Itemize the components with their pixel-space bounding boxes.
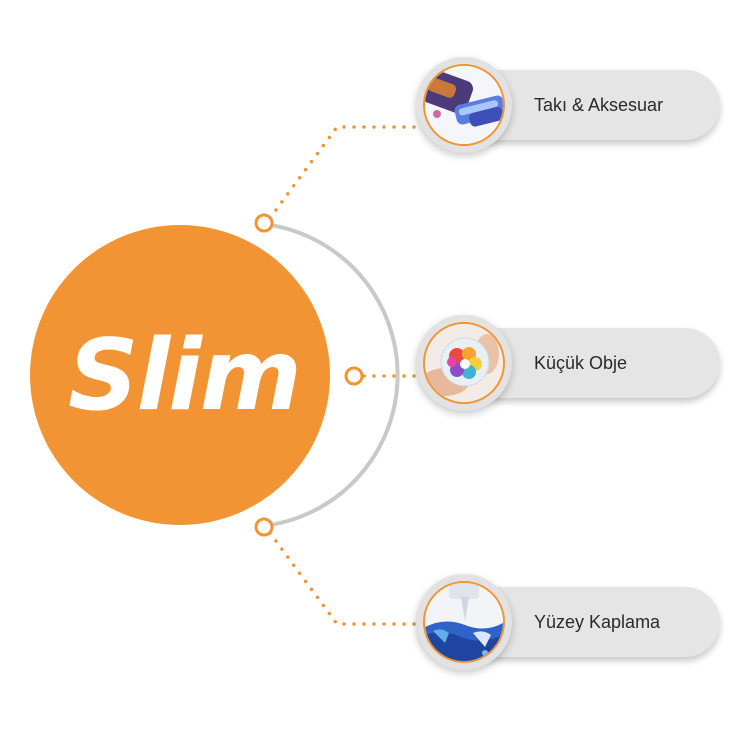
resin-sphere-image — [423, 322, 505, 404]
node-dot-middle — [344, 366, 364, 386]
node-dot-top — [254, 213, 274, 233]
connector-dots-top — [268, 125, 420, 220]
surface-coating-image — [423, 581, 505, 663]
item-label: Takı & Aksesuar — [534, 94, 664, 115]
connector-dots-bottom — [268, 531, 420, 626]
item-thumb-ring — [416, 315, 512, 411]
node-dot-bottom — [254, 517, 274, 537]
item-thumb-ring — [416, 574, 512, 670]
item-label: Küçük Obje — [534, 352, 628, 373]
jewelry-resin-image — [423, 64, 505, 146]
center-circle: Slim — [30, 225, 330, 525]
center-arc — [261, 222, 400, 528]
item-label: Yüzey Kaplama — [534, 611, 661, 632]
item-thumb-ring — [416, 57, 512, 153]
center-title: Slim — [68, 319, 302, 433]
